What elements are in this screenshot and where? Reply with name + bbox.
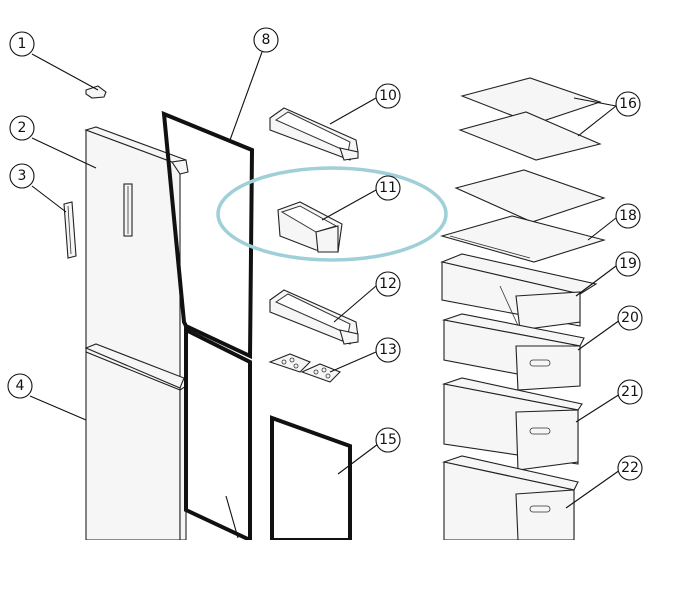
lower-door-gasket <box>184 326 252 544</box>
callout-1: 1 <box>9 31 35 57</box>
callout-12: 12 <box>375 271 401 297</box>
callout-11-label: 11 <box>379 180 397 196</box>
callout-21-label: 21 <box>621 384 639 400</box>
part-13-egg-trays <box>268 353 341 383</box>
callout-22-label: 22 <box>621 460 639 476</box>
callout-15-label: 15 <box>379 432 397 448</box>
part-18-crisper-cover <box>439 215 606 263</box>
callout-18: 18 <box>615 203 641 229</box>
callout-1-label: 1 <box>18 36 27 52</box>
callout-20-label: 20 <box>621 310 639 326</box>
callout-21: 21 <box>617 379 643 405</box>
part-4-lower-door <box>84 343 187 541</box>
bottom-crop-area <box>0 540 674 602</box>
callout-16-label: 16 <box>619 96 637 112</box>
callout-10: 10 <box>375 83 401 109</box>
callout-19: 19 <box>615 251 641 277</box>
part-22-drawer <box>441 455 579 541</box>
part-20-drawer <box>441 313 585 391</box>
part-15-gasket <box>270 415 352 542</box>
callout-2: 2 <box>9 115 35 141</box>
callout-3-label: 3 <box>18 168 27 184</box>
callout-2-label: 2 <box>18 120 27 136</box>
callout-12-label: 12 <box>379 276 397 292</box>
callout-13: 13 <box>375 337 401 363</box>
callout-8-label: 8 <box>262 32 271 48</box>
callout-4-label: 4 <box>16 378 25 394</box>
callout-22: 22 <box>617 455 643 481</box>
callout-8: 8 <box>253 27 279 53</box>
part-1-clip <box>85 85 107 99</box>
callout-10-label: 10 <box>379 88 397 104</box>
callout-19-label: 19 <box>619 256 637 272</box>
part-10-door-bin <box>269 107 359 161</box>
part-8-upper-door-gasket <box>161 110 255 360</box>
callout-15: 15 <box>375 427 401 453</box>
part-3-handle-insert <box>63 201 77 259</box>
callout-16: 16 <box>615 91 641 117</box>
callout-20: 20 <box>617 305 643 331</box>
callout-4: 4 <box>7 373 33 399</box>
callout-3: 3 <box>9 163 35 189</box>
part-11-door-shelf <box>277 201 343 253</box>
highlight-ring <box>216 166 448 262</box>
part-16-glass-shelves <box>454 77 606 223</box>
callout-13-label: 13 <box>379 342 397 358</box>
part-21-drawer <box>441 377 583 471</box>
part-19-drawer <box>440 253 598 331</box>
callout-11: 11 <box>375 175 401 201</box>
callout-18-label: 18 <box>619 208 637 224</box>
part-12-door-bin <box>269 289 359 345</box>
leader-lines <box>29 51 621 539</box>
